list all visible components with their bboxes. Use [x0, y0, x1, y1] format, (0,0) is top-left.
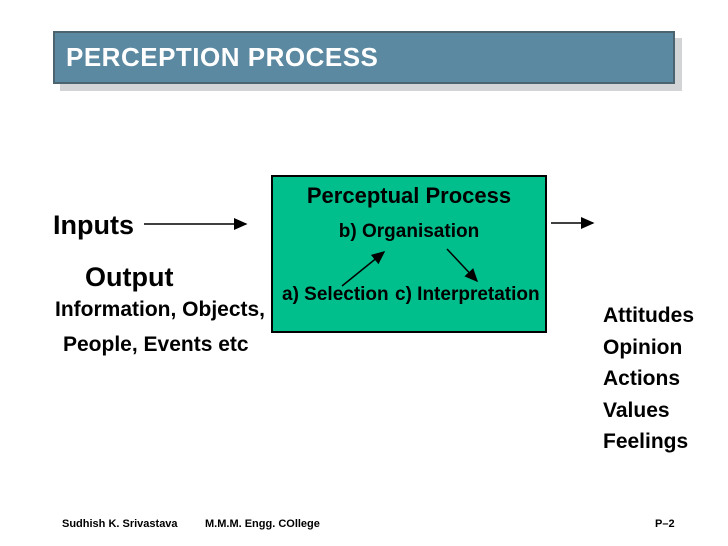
selection-to-organisation-arrow: [341, 251, 386, 287]
inputs-description-line2: People, Events etc: [63, 333, 249, 356]
slide-title: PERCEPTION PROCESS: [66, 42, 379, 72]
process-step-interpretation: c) Interpretation: [395, 284, 540, 305]
process-step-selection: a) Selection: [282, 284, 389, 305]
inputs-description-line1: Information, Objects,: [55, 298, 266, 321]
outcome-item: Attitudes: [603, 304, 694, 327]
footer-institution: M.M.M. Engg. COllege: [205, 518, 320, 530]
process-flow-arrows: [341, 248, 479, 287]
organisation-to-interpretation-arrow: [446, 248, 479, 283]
outcome-item: Feelings: [603, 430, 689, 453]
footer-author: Sudhish K. Srivastava: [62, 518, 178, 530]
process-box-title: Perceptual Process: [306, 183, 512, 208]
box-to-outcomes-arrow: [551, 217, 595, 229]
inputs-label: Inputs: [53, 210, 134, 240]
perceptual-process-box: Perceptual Process b) Organisation a) Se…: [271, 175, 547, 333]
outcome-item: Actions: [603, 367, 681, 390]
footer-page-number: P–2: [655, 518, 675, 530]
outcome-item: Values: [603, 398, 670, 422]
outcome-item: Opinion: [603, 335, 683, 359]
output-label: Output: [85, 262, 174, 292]
title-bar: PERCEPTION PROCESS: [53, 31, 675, 84]
outcomes-list: Attitudes Opinion Actions Values Feeling…: [603, 300, 694, 458]
inputs-to-box-arrow: [144, 218, 248, 230]
process-step-organisation: b) Organisation: [338, 221, 480, 242]
